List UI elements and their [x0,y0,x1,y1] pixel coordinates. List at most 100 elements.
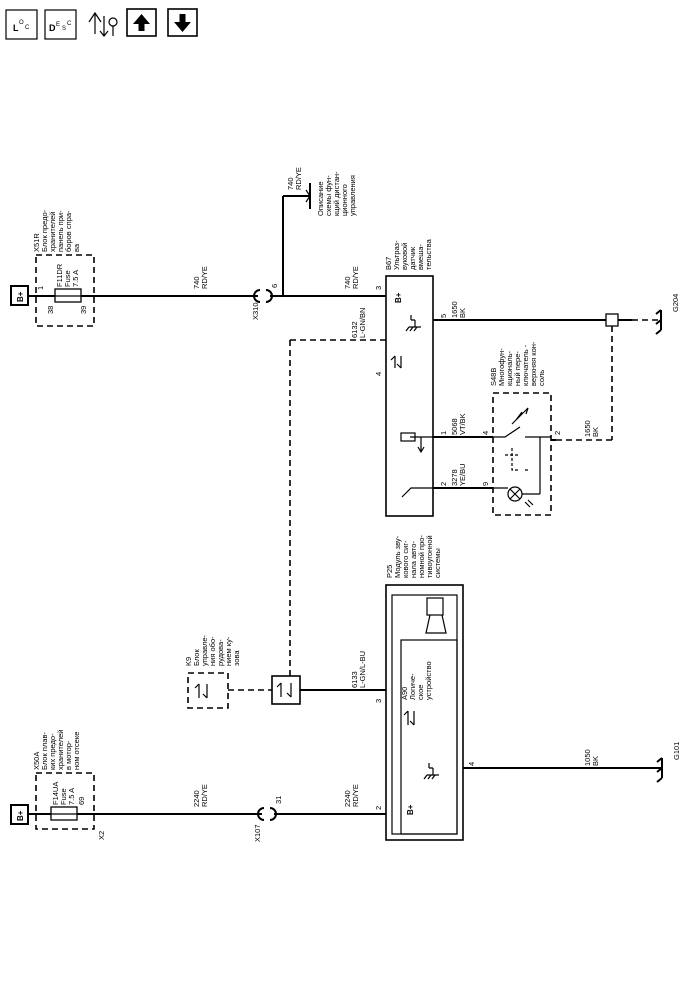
svg-text:X50A: X50A [32,752,41,770]
svg-text:38: 38 [46,306,55,314]
svg-text:Модуль зву-: Модуль зву- [393,535,402,578]
svg-text:39: 39 [79,306,88,314]
svg-text:7.5 A: 7.5 A [67,788,76,805]
svg-text:YE/BU: YE/BU [458,463,467,486]
svg-text:X107: X107 [253,824,262,842]
svg-text:4: 4 [467,762,476,766]
svg-text:ционного: ционного [340,184,349,216]
p25-alarm-siren-module: P25 Модуль зву- кового сиг- нала авто- н… [374,535,464,841]
b67-ultrasonic-sensor: B67 Ультраз- вуковой датчик вмеша- тельс… [374,238,434,517]
bplus-top: B+ [10,285,29,306]
svg-text:X2: X2 [97,831,106,840]
svg-text:вуковой: вуковой [400,243,409,270]
arrow-up-button[interactable] [126,8,157,37]
svg-text:S48B: S48B [489,368,498,386]
svg-text:P25: P25 [385,565,394,578]
x107-connector: X107 31 [253,796,283,842]
svg-text:вмеша-: вмеша- [416,244,425,270]
svg-text:ном отсеке: ном отсеке [72,732,81,770]
svg-text:BK: BK [458,308,467,318]
svg-text:в мотор-: в мотор- [64,740,73,770]
svg-text:9: 9 [481,482,490,486]
svg-text:хранителей: хранителей [48,212,57,252]
svg-text:схемы фун-: схемы фун- [324,175,333,216]
svg-text:E: E [56,22,60,28]
svg-text:Описание: Описание [316,181,325,216]
svg-text:C: C [25,25,30,31]
gateway-symbol [271,675,301,705]
svg-text:Многофун-: Многофун- [497,348,506,386]
svg-text:управления: управления [348,175,357,216]
svg-text:ния обо-: ния обо- [208,636,217,666]
svg-text:B+: B+ [16,291,25,302]
svg-text:ское: ское [416,685,425,700]
svg-text:B+: B+ [16,810,25,821]
svg-text:S: S [62,26,66,32]
svg-text:нала авто-: нала авто- [409,541,418,578]
svg-text:1050: 1050 [583,749,592,766]
arrow-down-button[interactable] [167,8,198,37]
loc-button[interactable]: L O C [5,9,38,40]
svg-text:740: 740 [343,276,352,289]
x51r-fuse-block: 1 38 39 F11DR Fuse 7.5 A X51R Блок предо… [32,209,95,327]
svg-text:зова: зова [232,650,241,666]
arrow-down-icon [174,14,191,32]
svg-text:2240: 2240 [343,790,352,807]
svg-text:2: 2 [439,482,448,486]
svg-text:4: 4 [481,431,490,435]
svg-text:G101: G101 [672,742,681,760]
svg-text:2: 2 [374,806,383,810]
svg-text:740: 740 [192,276,201,289]
svg-text:рудова-: рудова- [216,639,225,666]
remote-control-reference: Описание схемы фун- кций дистан- ционног… [316,171,357,216]
svg-text:1: 1 [36,286,45,290]
svg-text:6: 6 [270,284,279,288]
svg-text:Логиче-: Логиче- [408,673,417,700]
svg-text:2240: 2240 [192,790,201,807]
svg-text:соль: соль [537,370,546,386]
svg-text:кциональ-: кциональ- [505,350,514,386]
svg-text:A90: A90 [400,687,409,700]
svg-text:740: 740 [286,177,295,190]
svg-text:RD/YE: RD/YE [200,266,209,289]
svg-text:L-GN/L-BU: L-GN/L-BU [358,651,367,688]
connector-view-icon[interactable] [88,11,118,37]
svg-text:ких предо-: ких предо- [48,733,57,770]
svg-text:3278: 3278 [450,469,459,486]
svg-text:C: C [67,21,72,27]
svg-text:датчик: датчик [408,246,417,270]
arrow-up-icon [133,14,150,31]
svg-text:RD/YE: RD/YE [294,167,303,190]
desc-button[interactable]: D E S C [44,9,77,40]
svg-text:X51R: X51R [32,233,41,252]
svg-text:RD/YE: RD/YE [200,784,209,807]
svg-text:31: 31 [274,796,283,804]
svg-text:системы: системы [433,548,442,578]
svg-text:тельства: тельства [424,238,433,270]
svg-text:ва: ва [72,243,81,252]
svg-text:устройство: устройство [424,661,433,700]
svg-text:Fuse: Fuse [63,270,72,287]
svg-text:панель при-: панель при- [56,210,65,252]
svg-text:6132: 6132 [350,321,359,338]
svg-text:4: 4 [374,372,383,376]
svg-text:тивоугонной: тивоугонной [425,535,434,578]
svg-text:2: 2 [553,431,562,435]
svg-text:69: 69 [77,797,86,805]
svg-text:O: O [19,20,24,26]
svg-text:верхняя кон-: верхняя кон- [529,341,538,386]
svg-text:F11DR: F11DR [55,263,64,287]
svg-text:7.5 A: 7.5 A [71,270,80,287]
svg-text:1650: 1650 [450,301,459,318]
svg-text:6133: 6133 [350,671,359,688]
svg-text:ключатель -: ключатель - [521,344,530,386]
x310-connector: X310 6 [251,284,279,320]
svg-text:K9: K9 [184,657,193,666]
svg-text:5: 5 [439,314,448,318]
svg-text:VT/BK: VT/BK [458,413,467,435]
bplus-bottom: B+ [10,804,29,825]
svg-text:1: 1 [439,431,448,435]
svg-text:кового сиг-: кового сиг- [401,540,410,578]
k9-body-control-module: K9 Блок управле- ния обо- рудова- нием к… [184,634,241,709]
svg-text:хранителей: хранителей [56,730,65,770]
